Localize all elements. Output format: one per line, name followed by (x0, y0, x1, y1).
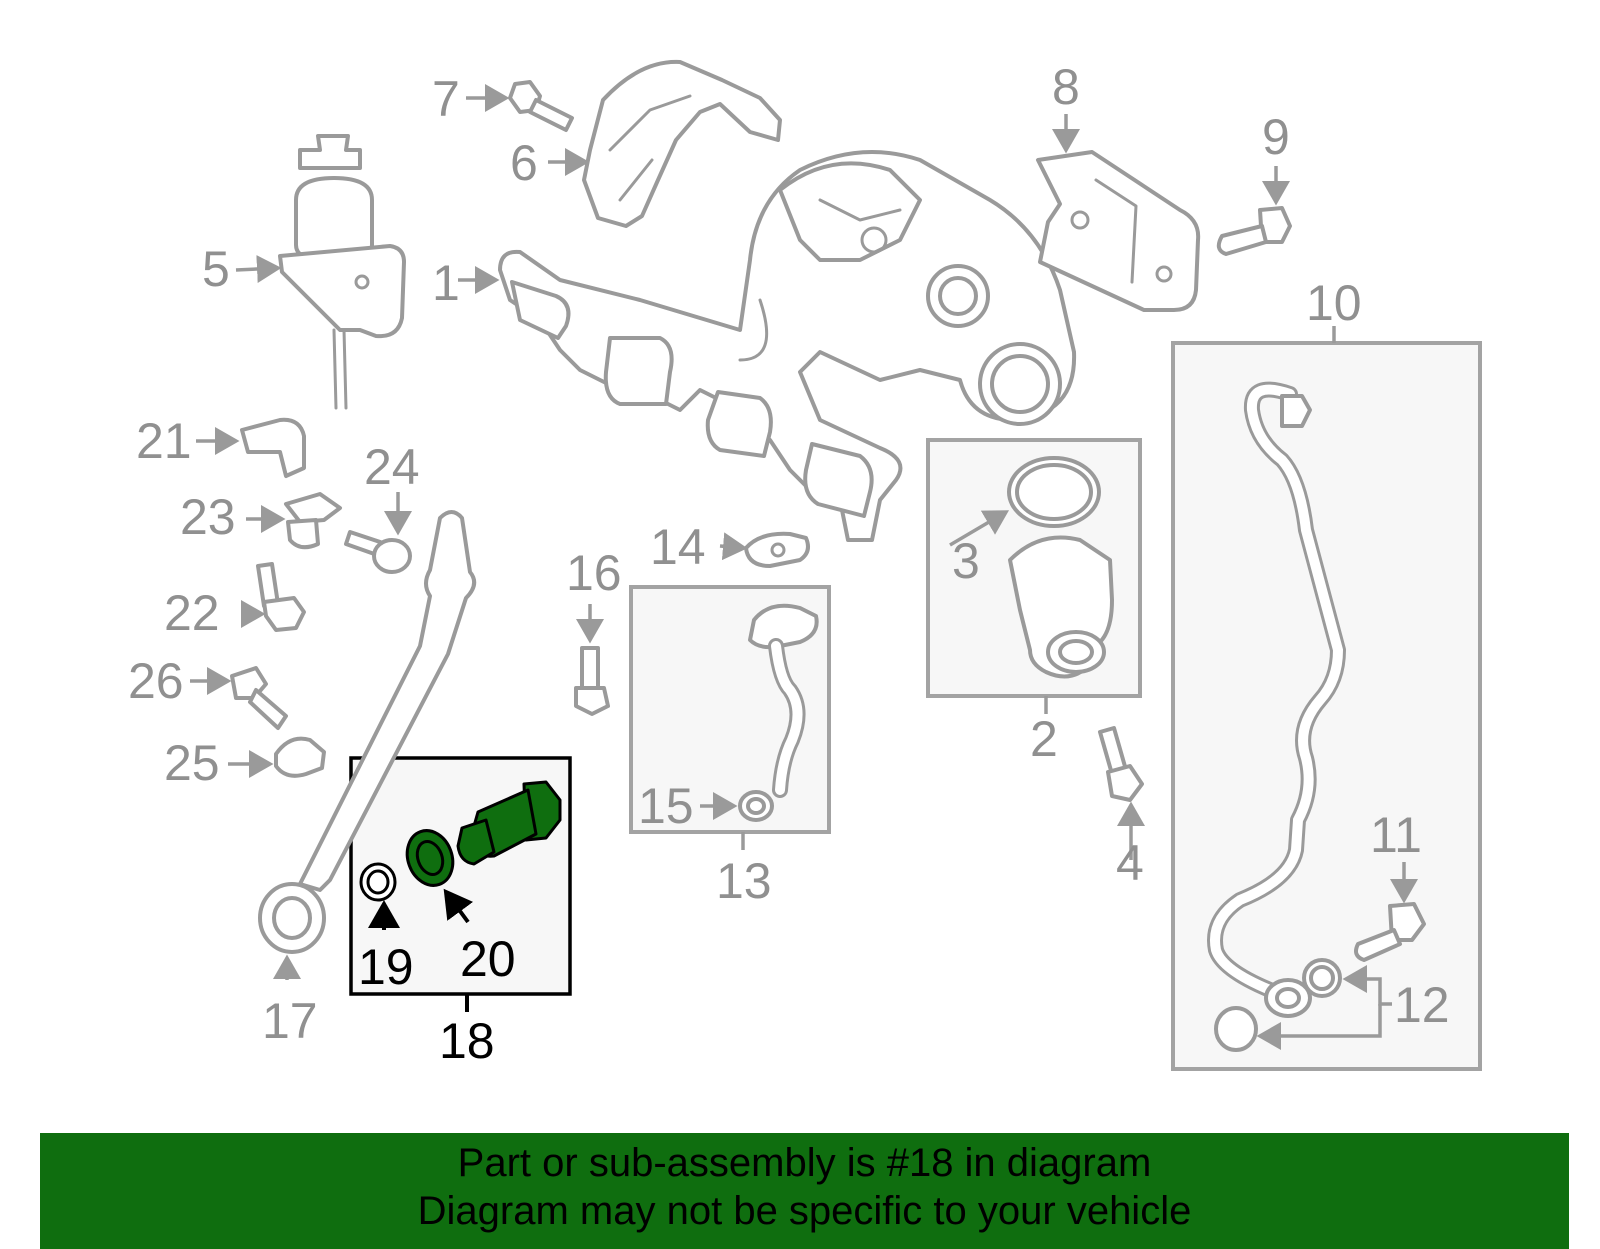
callout-8: 8 (1052, 59, 1080, 115)
callout-16: 16 (566, 545, 622, 601)
banner-line-part-number: Part or sub-assembly is #18 in diagram (457, 1141, 1152, 1185)
oil-drain-hose-part-17 (258, 510, 477, 954)
oil-return-pipe-part-13 (748, 603, 819, 798)
callout-10: 10 (1306, 275, 1362, 331)
callout-2: 2 (1030, 711, 1058, 767)
callout-26: 26 (128, 653, 184, 709)
callout-20[interactable]: 20 (460, 931, 516, 987)
callout-15: 15 (638, 778, 694, 834)
bolt-part-9 (1216, 206, 1292, 256)
washer-upper-part-12 (1302, 958, 1342, 998)
callout-13: 13 (716, 853, 772, 909)
seal-ring-part-3 (1007, 456, 1101, 528)
washer-part-19[interactable] (359, 862, 397, 902)
heat-shield-part-6 (582, 59, 782, 228)
gasket-part-15 (738, 790, 774, 822)
gasket-part-14 (744, 531, 810, 568)
leader-arrows (190, 84, 1418, 1050)
callout-12: 12 (1394, 977, 1450, 1033)
manifold-turbo-part-1 (498, 150, 1077, 542)
callout-14: 14 (650, 519, 706, 575)
seal-ring-part-20[interactable] (400, 824, 460, 892)
callout-6: 6 (510, 135, 538, 191)
oil-feed-pipe-part-10 (1207, 381, 1346, 1018)
callout-19[interactable]: 19 (358, 939, 414, 995)
callout-18[interactable]: 18 (439, 1013, 495, 1069)
callout-22: 22 (164, 585, 220, 641)
callout-3: 3 (952, 533, 980, 589)
bolt-part-4 (1098, 726, 1144, 802)
info-banner: Part or sub-assembly is #18 in diagram D… (40, 1133, 1569, 1249)
bolt-part-24 (344, 530, 412, 574)
callout-24: 24 (364, 439, 420, 495)
group-box-10 (1171, 341, 1482, 1071)
banjo-bolt-assembly-part-18[interactable] (456, 780, 562, 866)
callout-17: 17 (262, 993, 318, 1049)
clip-part-25 (274, 736, 326, 778)
bolt-part-7 (508, 80, 574, 132)
callout-7: 7 (432, 71, 460, 127)
washer-lower-part-12 (1214, 1006, 1258, 1052)
actuator-part-5 (278, 134, 406, 410)
callout-5: 5 (202, 241, 230, 297)
callout-21: 21 (136, 413, 192, 469)
callout-25: 25 (164, 735, 220, 791)
callout-labels: 1 2 3 4 5 6 7 8 9 10 11 12 13 14 15 16 1… (128, 59, 1450, 1069)
callout-11: 11 (1370, 807, 1422, 863)
callout-4: 4 (1116, 835, 1144, 891)
callout-1: 1 (432, 255, 460, 311)
stud-part-16 (574, 646, 610, 716)
bracket-part-8 (1036, 150, 1201, 312)
banner-line-disclaimer: Diagram may not be specific to your vehi… (417, 1189, 1192, 1233)
bolt-part-11 (1354, 902, 1426, 962)
clamp-part-23 (284, 492, 342, 550)
callout-9: 9 (1262, 109, 1290, 165)
bolt-part-22 (256, 562, 306, 632)
clamp-part-21 (240, 417, 306, 478)
bolt-part-26 (230, 666, 288, 730)
outlet-pipe-part-2 (1008, 535, 1114, 679)
callout-23: 23 (180, 489, 236, 545)
